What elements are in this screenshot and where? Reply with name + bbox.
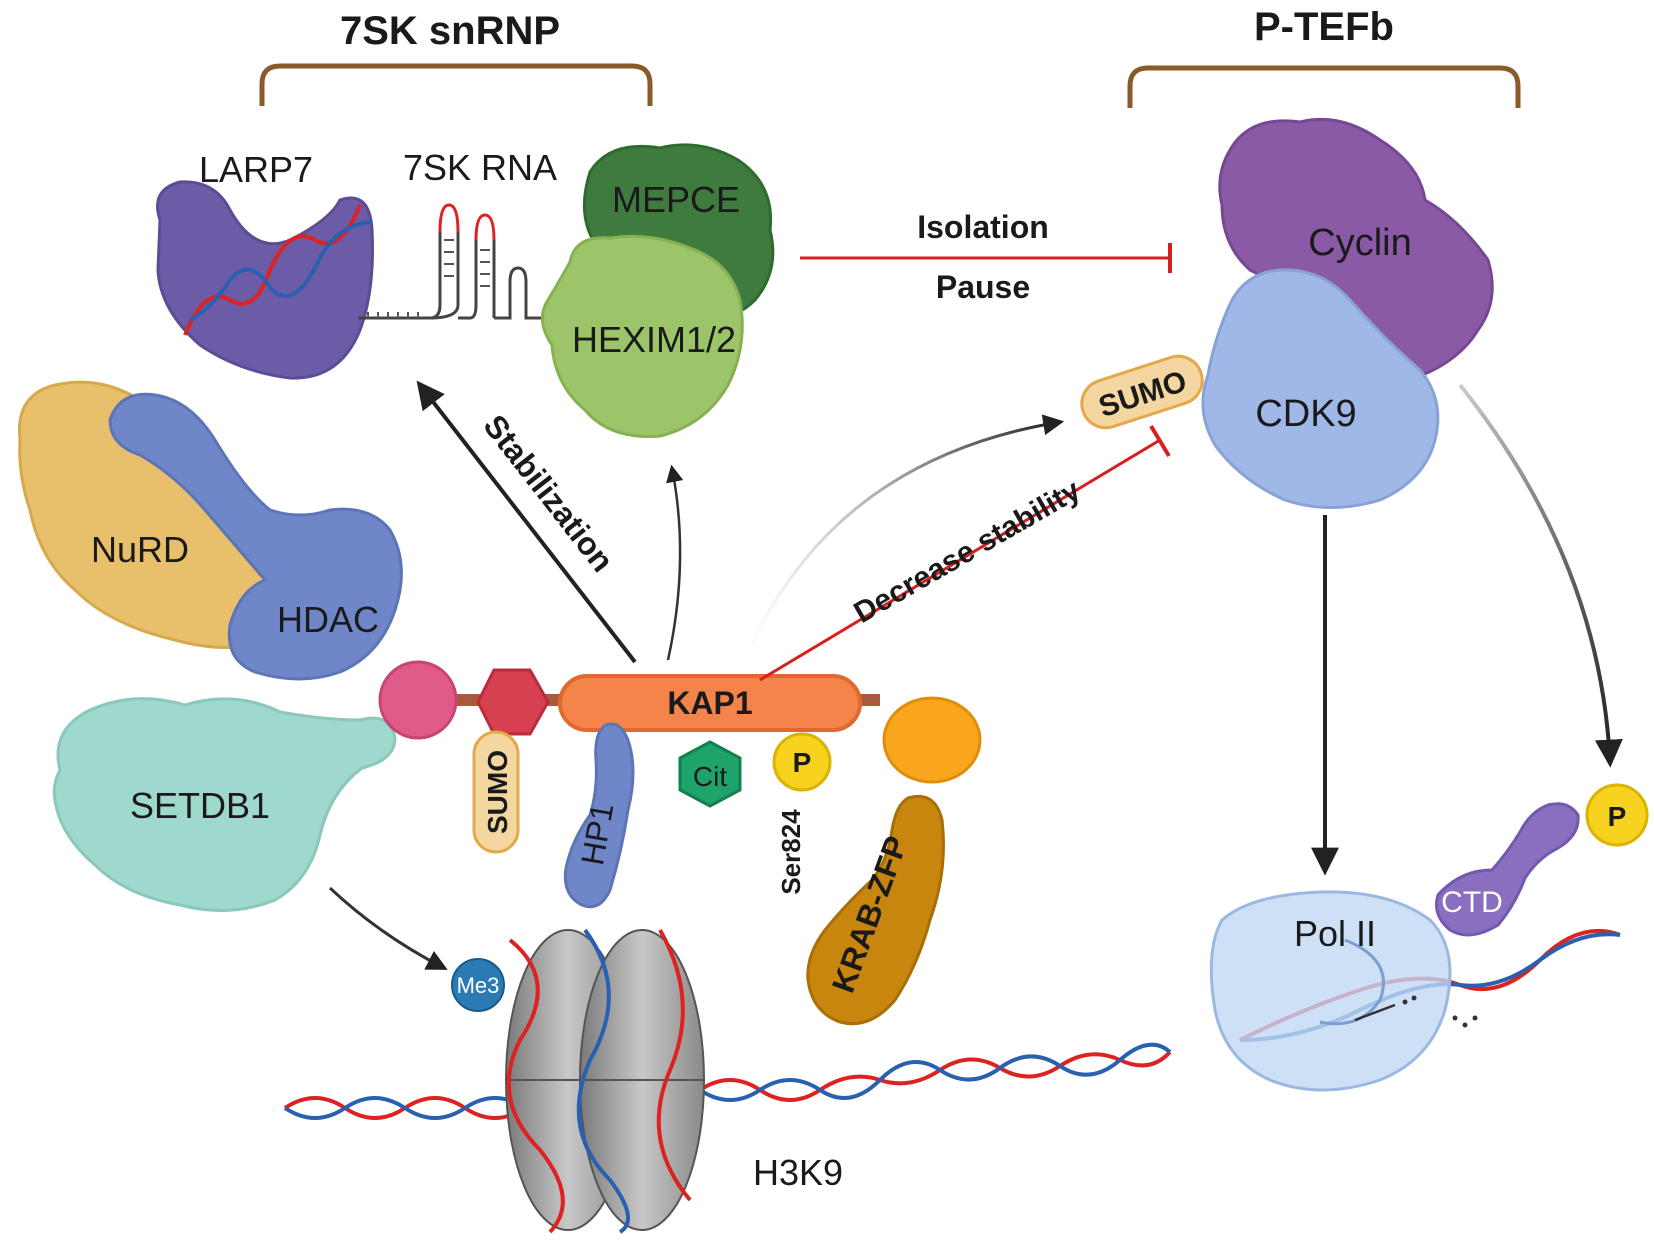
pause-label: Pause — [936, 269, 1030, 305]
hdac-label: HDAC — [277, 599, 379, 640]
phospho-ctd — [1585, 783, 1649, 847]
cyclin-protein — [1218, 117, 1494, 378]
kap1-coiled-coil[interactable] — [558, 674, 862, 732]
kap1-bromo-domain — [882, 696, 982, 784]
pol2-channel — [1319, 938, 1385, 1026]
snrnp-bracket — [259, 63, 653, 106]
phospho-ctd-label: P — [1608, 801, 1627, 832]
hp1-protein — [563, 722, 635, 909]
pol2-rna-transcript — [1354, 1003, 1396, 1022]
nurd-label: NuRD — [91, 529, 189, 570]
setdb1-label: SETDB1 — [130, 785, 270, 826]
rna-basepair-ticks — [367, 239, 490, 318]
isolation-label: Isolation — [917, 209, 1049, 245]
cdk9-label: CDK9 — [1255, 393, 1356, 435]
kap1-bbox-domain — [476, 668, 550, 736]
hexim-protein — [540, 234, 744, 438]
me3-mark — [451, 958, 505, 1012]
ctd-tail — [1435, 802, 1580, 937]
setdb1-protein — [52, 697, 397, 912]
h3k9-label: H3K9 — [753, 1152, 843, 1193]
sumo-kap1-label: SUMO — [482, 750, 513, 834]
hdac-protein — [108, 392, 403, 681]
rna-7sk-label: 7SK RNA — [403, 147, 557, 188]
setdb1-to-me3-arrow — [328, 886, 448, 970]
ctd-label: CTD — [1441, 886, 1503, 919]
pol2-dots — [1402, 995, 1478, 1028]
snrnp-title: 7SK snRNP — [340, 9, 560, 53]
sumo-kap1-tag: SUMO — [472, 730, 520, 854]
larp7-label: LARP7 — [199, 149, 313, 190]
phospho-kap1 — [772, 732, 832, 792]
pol2-complex — [1209, 890, 1452, 1092]
cit-hexagon — [678, 740, 742, 808]
ptefb-bracket — [1127, 65, 1521, 108]
cdk9-protein — [1201, 268, 1440, 509]
cyclin-label: Cyclin — [1308, 222, 1411, 264]
kap1-ring-domain — [378, 660, 458, 740]
decrease-stability-label: Decrease stability — [849, 474, 1087, 630]
stabilization-arrow — [416, 380, 637, 664]
kap1-label: KAP1 — [667, 685, 752, 721]
krab-zfp-protein — [806, 794, 945, 1026]
nucleosome — [505, 928, 705, 1234]
me3-label: Me3 — [457, 973, 500, 998]
mepce-label: MEPCE — [612, 179, 740, 220]
sumo-cdk9-tag: SUMO — [1080, 354, 1204, 430]
hexim-label: HEXIM1/2 — [572, 319, 736, 360]
ptefb-title: P-TEFb — [1254, 5, 1394, 49]
cit-label: Cit — [693, 761, 727, 792]
larp7-dna-helix-blue — [189, 220, 373, 322]
phospho-kap1-label: P — [793, 747, 812, 778]
rna-7sk-structure — [358, 203, 545, 320]
hexim-arrow — [666, 464, 684, 661]
decrease-stability-inhibit — [759, 438, 1161, 682]
decrease-stability-bar — [1149, 424, 1171, 458]
pol2-label: Pol II — [1294, 913, 1376, 954]
sumo-cdk9-arrow — [743, 414, 1065, 661]
ser824-label: Ser824 — [776, 809, 806, 895]
cdk9-to-ctd-arrow — [1458, 383, 1623, 768]
